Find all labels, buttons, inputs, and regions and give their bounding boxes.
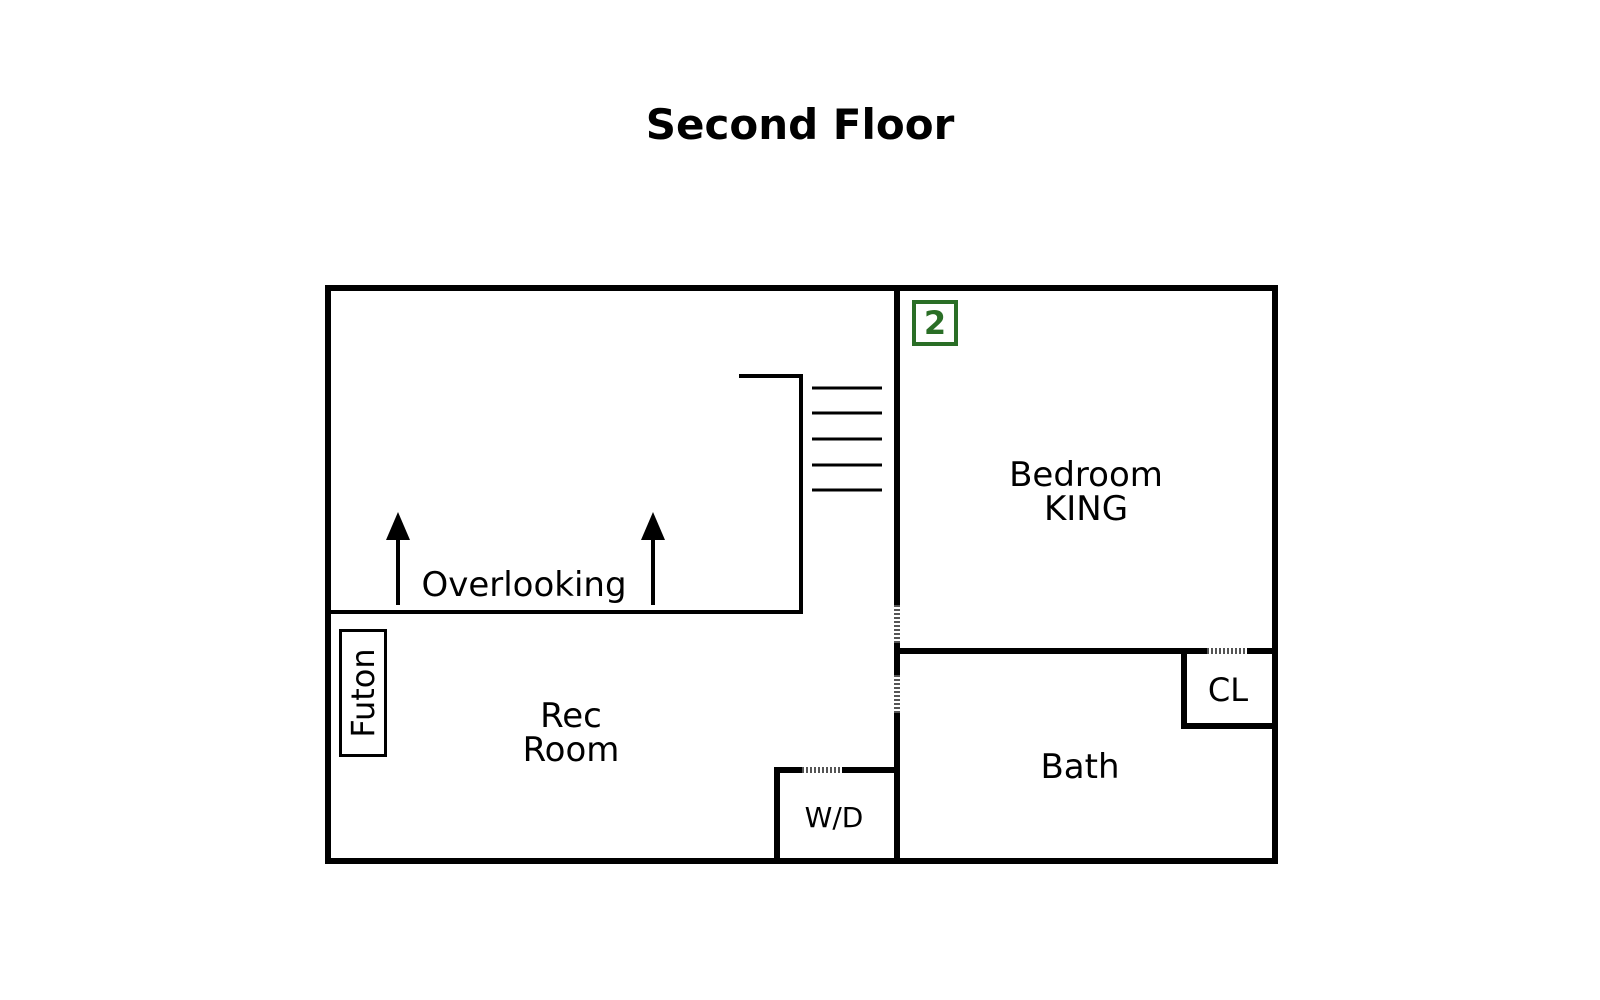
rec-room-label-line2: Room [522, 730, 620, 770]
laundry-wall [774, 767, 897, 861]
bedroom-label: Bedroom KING [1009, 458, 1163, 526]
overlook-arrow-head [641, 512, 665, 540]
overlooking-label: Overlooking [421, 565, 627, 605]
rec-room-label-line1: Rec [540, 696, 602, 736]
bedroom-doorway [892, 605, 902, 643]
closet-label: CL [1207, 671, 1249, 709]
bath-label: Bath [1040, 747, 1120, 787]
rec-room-label: Rec Room [523, 699, 620, 767]
bedroom-number-badge: 2 [912, 300, 958, 346]
staircase [812, 386, 882, 492]
bath-doorway [892, 675, 902, 713]
floor-title: Second Floor [645, 100, 955, 149]
outer-wall [325, 285, 1278, 864]
bedroom-label-line2: KING [1043, 489, 1129, 529]
overlook-arrow [386, 512, 410, 605]
overlook-arrow-head [386, 512, 410, 540]
bedroom-label-line1: Bedroom [1009, 455, 1163, 495]
loft-rail [328, 374, 803, 614]
futon-label: Futon [344, 648, 382, 738]
laundry-label: W/D [804, 801, 864, 834]
futon [339, 629, 387, 757]
overlook-arrow [641, 512, 665, 605]
doorways [802, 605, 1247, 775]
closet-wall [1181, 651, 1275, 729]
